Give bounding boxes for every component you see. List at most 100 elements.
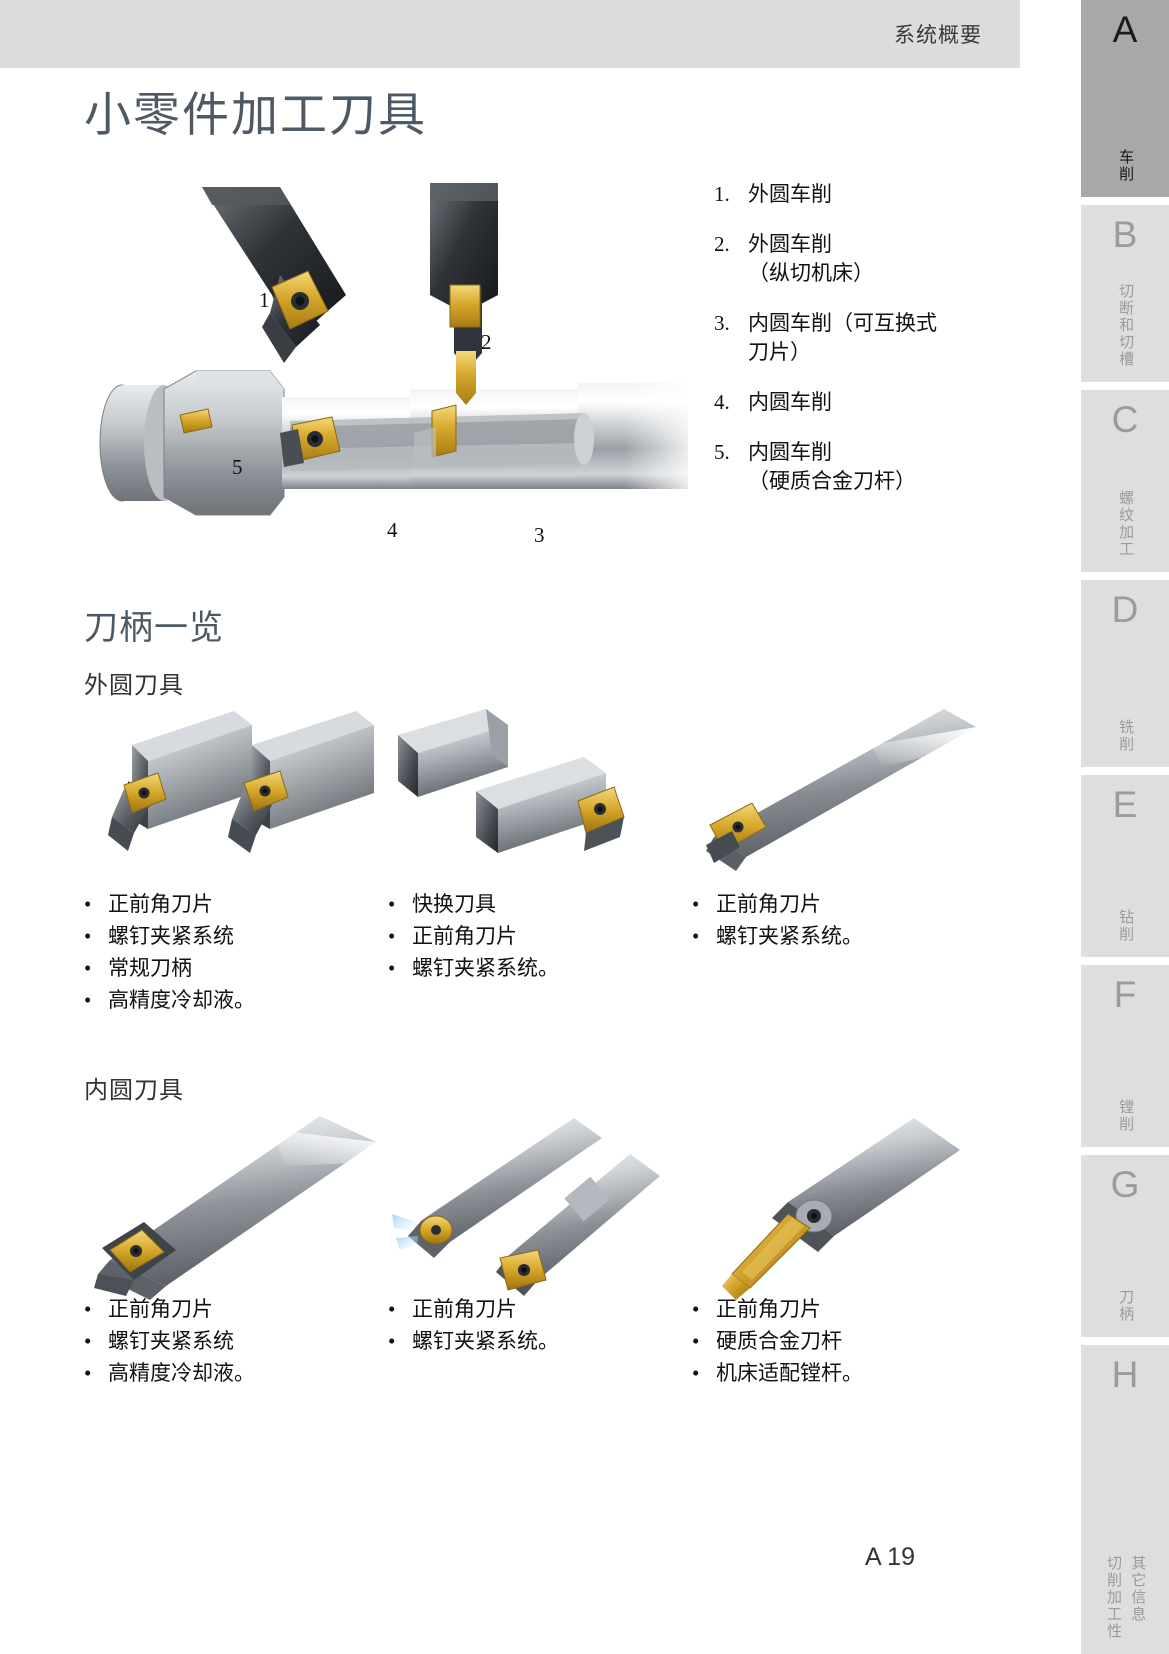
chapter-tab-label: 螺纹加工 [1117, 490, 1135, 558]
chapter-tab-letter: B [1112, 214, 1138, 255]
internal-tools-grid: • 正前角刀片 • 螺钉夹紧系统 •高精度冷却液。 [84, 1110, 974, 1390]
chapter-tab-letter: A [1112, 9, 1138, 50]
internal-tool-column-2: •正前角刀片•螺钉夹紧系统。 [388, 1110, 688, 1390]
feature-bullet: •高精度冷却液。 [84, 1358, 384, 1390]
feature-bullet: • 快换刀具 [388, 889, 688, 921]
bullet-dot-icon: • [84, 892, 92, 916]
feature-bullet-text: 正前角刀片 [716, 892, 821, 916]
chapter-tab-label: 切削加工性其它信息 [1105, 1555, 1147, 1640]
bullet-dot-icon: • [692, 892, 700, 916]
internal-col2-bullets: •正前角刀片•螺钉夹紧系统。 [388, 1294, 688, 1358]
chapter-tab-letter: F [1113, 974, 1137, 1015]
chapter-tab-letter: D [1111, 589, 1139, 630]
feature-bullet: • 正前角刀片 [692, 1294, 992, 1326]
figure-coolant-boring-bars-pair [388, 1110, 688, 1296]
bullet-dot-icon: • [84, 1328, 92, 1353]
feature-bullet-text: 高精度冷却液。 [108, 987, 255, 1012]
bullet-dot-icon: • [84, 923, 92, 948]
turning-setup-diagram [99, 183, 704, 516]
feature-bullet-text: 螺钉夹紧系统 [108, 923, 234, 948]
feature-bullet-text: 正前角刀片 [108, 1297, 213, 1321]
external-tool-column-2: •快换刀具•正前角刀片•螺钉夹紧系统。 [388, 705, 688, 1017]
chapter-tab-label: 钻削 [1117, 909, 1135, 943]
operation-numbered-list: 1. 外圆车削 2.外圆车削 （纵切机床） 3.内圆车削（可互换式 刀片） 4. 内圆车削… [714, 180, 1004, 517]
feature-bullet-text: 机床适配镗杆。 [716, 1360, 863, 1385]
figure-slim-external-turning-bar [692, 705, 992, 875]
chapter-tab-letter: G [1110, 1164, 1140, 1205]
feature-bullet-text: 正前角刀片 [412, 1297, 517, 1321]
operation-list-item: 5. 内圆车削 （硬质合金刀杆） [714, 438, 1004, 496]
feature-bullet: •正前角刀片 [388, 921, 688, 953]
chapter-tab-g[interactable]: G 刀柄 [1081, 1155, 1169, 1337]
slim-turning-bar-svg [706, 709, 976, 871]
operation-list-index: 1. [714, 182, 730, 206]
chapter-tab-label: 刀柄 [1117, 1289, 1135, 1323]
bullet-dot-icon: • [388, 1297, 396, 1321]
feature-bullet: • 机床适配镗杆。 [692, 1358, 992, 1390]
operation-list-text: 内圆车削（可互换式 刀片） [748, 310, 937, 364]
operation-list-index: 4. [714, 389, 730, 414]
feature-bullet: • 高精度冷却液。 [84, 985, 384, 1017]
feature-bullet-text: 螺钉夹紧系统。 [716, 923, 863, 948]
feature-bullet-text: 正前角刀片 [716, 1297, 821, 1321]
small-part-machining-illustration: 1 2 3 4 5 [84, 175, 704, 575]
hero-callout-1: 1 [259, 288, 270, 312]
operation-list-index: 5. [714, 439, 730, 464]
feature-bullet: • 正前角刀片 [84, 889, 384, 921]
external-tool-column-1: • 正前角刀片 • 螺钉夹紧系统 • 常规刀柄 • 高精度冷却液。 [84, 705, 384, 1017]
feature-bullet-text: 快换刀具 [412, 892, 496, 916]
operation-list-text: 外圆车削 [748, 182, 832, 206]
chapter-tab-d[interactable]: D 铣削 [1081, 580, 1169, 767]
external-col2-bullets: •快换刀具•正前角刀片•螺钉夹紧系统。 [388, 889, 688, 985]
page-content: 小零件加工刀具 [84, 90, 1004, 1571]
feature-bullet: • 螺钉夹紧系统 [84, 921, 384, 953]
feature-bullet-text: 常规刀柄 [108, 955, 192, 980]
figure-quick-change-shank-tools [388, 705, 688, 875]
bullet-dot-icon: • [692, 1360, 700, 1385]
operation-list-item: 3.内圆车削（可互换式 刀片） [714, 309, 1004, 367]
bullet-dot-icon: • [84, 955, 92, 980]
feature-bullet-text: 正前角刀片 [108, 892, 213, 916]
carbide-mini-bar-svg [722, 1118, 960, 1300]
bullet-dot-icon: • [692, 1328, 700, 1353]
operation-list-item: 4. 内圆车削 [714, 388, 1004, 417]
bullet-dot-icon: • [388, 892, 396, 916]
bullet-dot-icon: • [84, 1297, 92, 1321]
header-title: 系统概要 [894, 23, 982, 47]
feature-bullet: •硬质合金刀杆 [692, 1326, 992, 1358]
feature-bullet-text: 正前角刀片 [412, 923, 517, 948]
external-col3-bullets: • 正前角刀片• 螺钉夹紧系统。 [692, 889, 992, 953]
feature-bullet: • 常规刀柄 [84, 953, 384, 985]
chapter-tab-h[interactable]: H 切削加工性其它信息 [1081, 1345, 1169, 1654]
figure-carbide-mini-boring-bar [692, 1110, 992, 1300]
bullet-dot-icon: • [84, 987, 92, 1012]
page-title: 小零件加工刀具 [84, 90, 427, 142]
operation-list-text: 外圆车削 （纵切机床） [748, 231, 874, 285]
chapter-tab-label: 铣削 [1117, 719, 1135, 753]
feature-bullet: • 正前角刀片 [692, 889, 992, 921]
operation-list-item: 1. 外圆车削 [714, 180, 1004, 209]
chapter-tab-letter: H [1111, 1354, 1139, 1395]
internal-tool-column-1: • 正前角刀片 • 螺钉夹紧系统 •高精度冷却液。 [84, 1110, 384, 1390]
quick-change-tools-svg [398, 709, 625, 853]
feature-bullet-text: 螺钉夹紧系统。 [412, 1328, 559, 1353]
feature-bullet-text: 螺钉夹紧系统 [108, 1328, 234, 1353]
hero-callout-2: 2 [481, 330, 492, 354]
operation-list-text: 内圆车削 （硬质合金刀杆） [748, 439, 916, 493]
internal-tool-column-3: •正前角刀片•硬质合金刀杆•机床适配镗杆。 [692, 1110, 992, 1390]
feature-bullet: • 螺钉夹紧系统 [84, 1326, 384, 1358]
operation-list-text: 内圆车削 [748, 389, 832, 414]
operation-list-item: 2.外圆车削 （纵切机床） [714, 230, 1004, 288]
external-tool-column-3: • 正前角刀片• 螺钉夹紧系统。 [692, 705, 992, 1017]
external-tools-grid: •正前角刀片•螺钉夹紧系统•常规刀柄•高精度冷却液。 [84, 705, 976, 1017]
bullet-dot-icon: • [692, 1297, 700, 1321]
bullet-dot-icon: • [84, 1360, 92, 1385]
hero-callout-3: 3 [534, 523, 545, 547]
page-number: A 19 [864, 1543, 915, 1571]
